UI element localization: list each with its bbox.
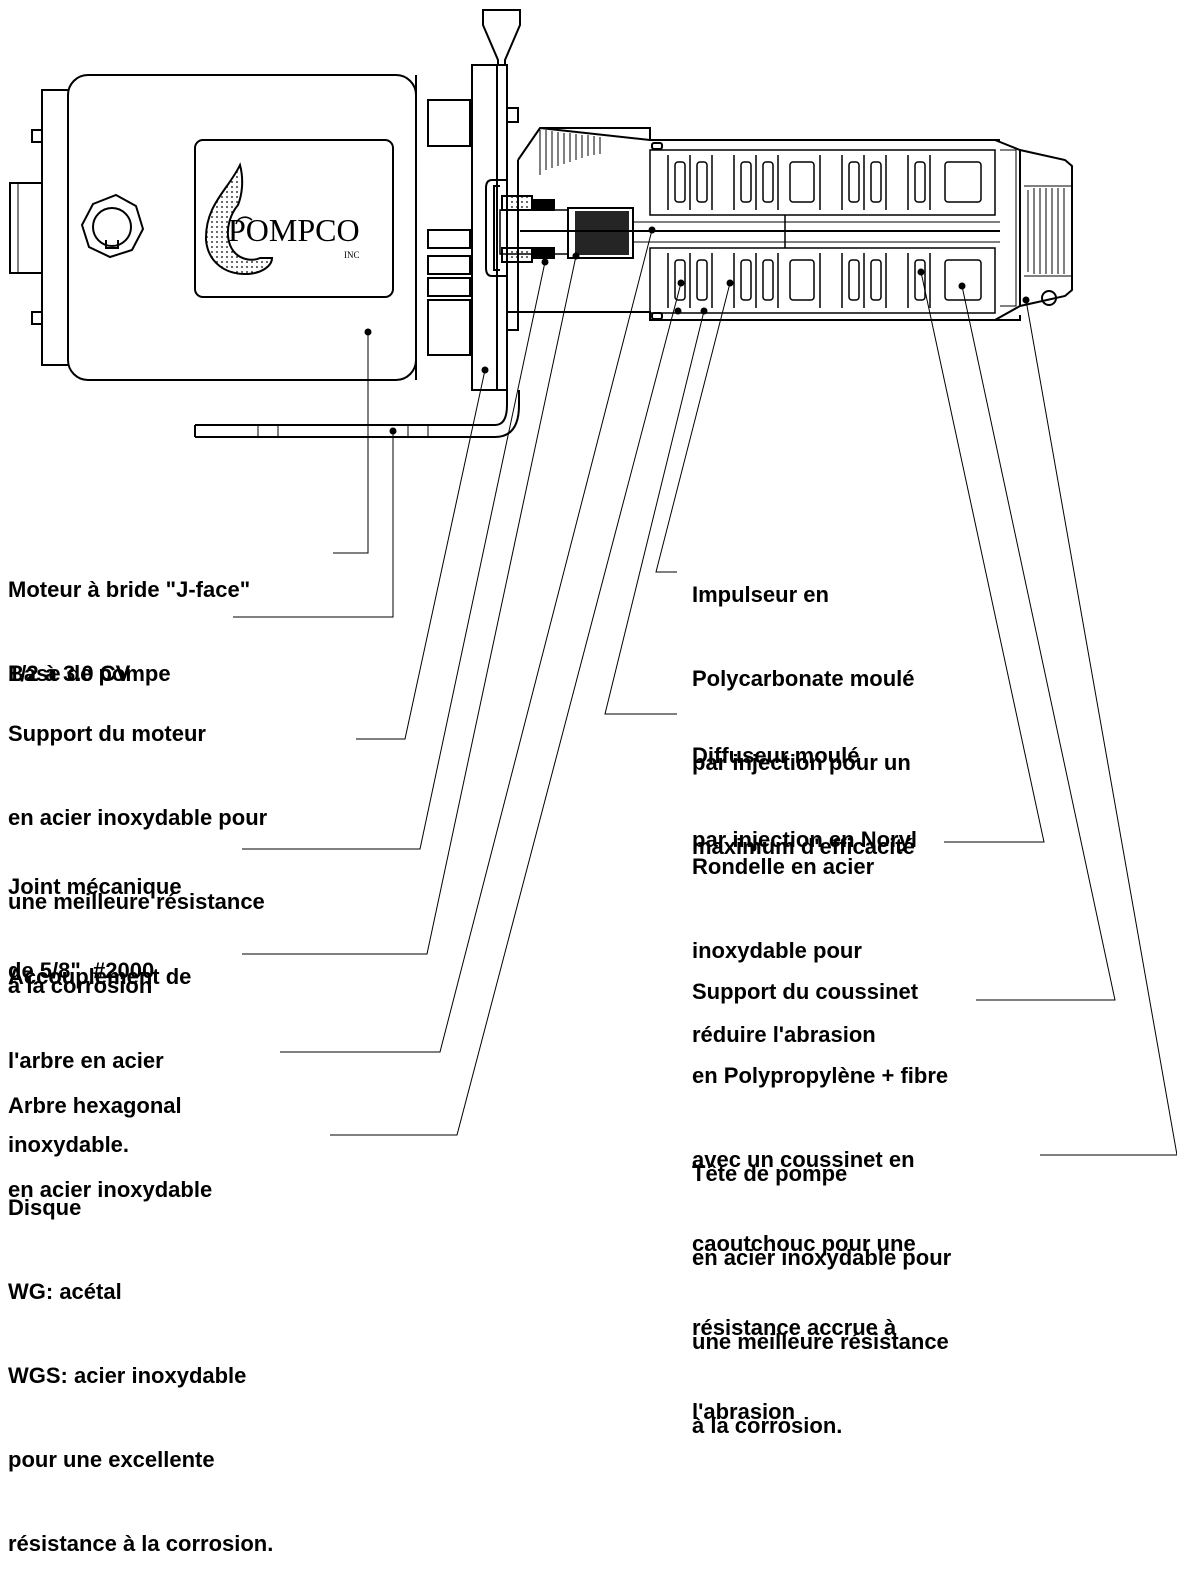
label-moteur: Moteur à bride "J-face" 1/2 à 3.0 CV: [8, 577, 251, 686]
label-arbre: Arbre hexagonal en acier inoxydable: [8, 1093, 213, 1202]
pump-cutaway-diagram: POMPCO INC Moteur à bride "J-face" 1/2 à…: [8, 9, 1177, 1556]
label-tete: Tête de pompe en acier inoxydable pour u…: [692, 1161, 952, 1438]
label-base: Base de pompe: [8, 661, 171, 686]
motor-bracket: [194, 9, 521, 438]
motor: [9, 74, 471, 381]
brand-logo-suffix: INC: [344, 250, 360, 260]
brand-logo-text: POMPCO: [228, 212, 360, 248]
label-impulseur: Impulseur en Polycarbonate moulé par inj…: [692, 582, 915, 859]
nameplate: [194, 139, 394, 298]
label-diffuseur: Diffuseur moulé par injection en Noryl: [692, 743, 917, 852]
leader-lines: [233, 229, 1177, 1156]
label-rondelle: Rondelle en acier inoxydable pour réduir…: [692, 854, 876, 1047]
label-accouplement: Accouplement de l'arbre en acier inoxyda…: [8, 964, 192, 1157]
seal-and-coupling: [485, 179, 1000, 277]
shaft-nut-icon: [80, 193, 145, 259]
label-disque: Disque WG: acétal WGS: acier inoxydable …: [8, 1195, 274, 1556]
drop-logo-icon: [204, 162, 274, 276]
label-joint: Joint mécanique de 5/8" #2000: [8, 874, 182, 983]
pump-drawing: [9, 9, 1177, 1156]
label-support-moteur: Support du moteur en acier inoxydable po…: [8, 721, 268, 998]
pump-housing: [517, 126, 1073, 321]
